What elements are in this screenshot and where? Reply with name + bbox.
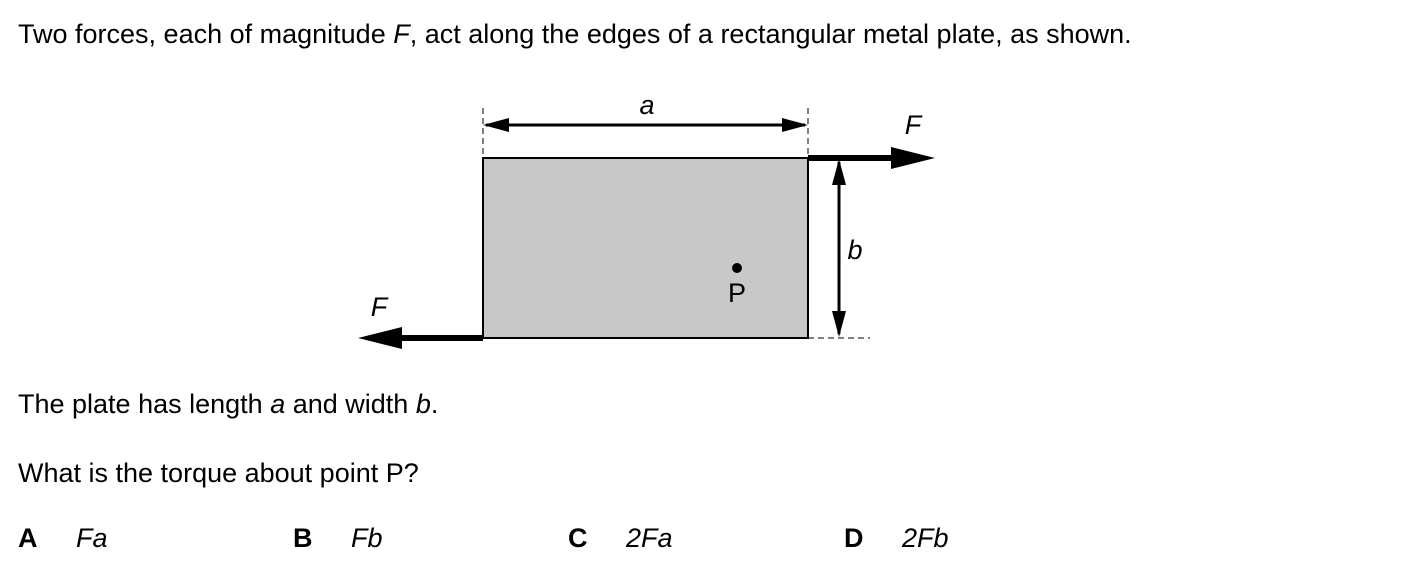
statement-text-1: The plate has length — [18, 389, 271, 419]
intro-text-1: Two forces, each of magnitude — [18, 19, 394, 49]
option-d-letter: D — [844, 523, 864, 553]
statement-variable-a: a — [270, 389, 286, 419]
option-d[interactable]: D 2Fb — [844, 523, 949, 554]
width-label: b — [847, 235, 862, 265]
statement-text-3: . — [430, 389, 439, 419]
question-intro: Two forces, each of magnitude F, act alo… — [18, 18, 1132, 50]
option-b-letter: B — [293, 523, 313, 553]
option-b-text: Fb — [351, 523, 383, 553]
width-arrowhead-bottom — [832, 311, 846, 337]
option-c-text: 2Fa — [626, 523, 673, 553]
point-p-label: P — [728, 278, 746, 308]
force-left-arrowhead — [358, 327, 402, 349]
statement-variable-b: b — [415, 389, 431, 419]
point-p-marker — [732, 263, 742, 273]
option-a[interactable]: A Fa — [18, 523, 108, 554]
question-prompt: What is the torque about point P? — [18, 458, 419, 488]
answer-options: A Fa B Fb C 2Fa D 2Fb — [0, 523, 1410, 557]
metal-plate — [482, 157, 809, 339]
option-a-letter: A — [18, 523, 38, 553]
option-c[interactable]: C 2Fa — [568, 523, 673, 554]
option-d-text: 2Fb — [902, 523, 949, 553]
length-label: a — [639, 90, 654, 120]
intro-text-2: , act along the edges of a rectangular m… — [409, 19, 1132, 49]
width-arrowhead-top — [832, 159, 846, 185]
intro-variable-f: F — [393, 19, 410, 49]
length-arrowhead-right — [782, 118, 808, 132]
force-diagram: a F b P F — [358, 90, 935, 349]
option-b[interactable]: B Fb — [293, 523, 383, 554]
plate-statement: The plate has length a and width b. — [18, 388, 438, 420]
length-arrowhead-left — [483, 118, 509, 132]
force-left-label: F — [371, 292, 389, 322]
force-right-arrowhead — [891, 147, 935, 169]
option-c-letter: C — [568, 523, 588, 553]
option-a-text: Fa — [76, 523, 108, 553]
statement-text-2: and width — [285, 389, 416, 419]
force-right-label: F — [905, 110, 923, 140]
